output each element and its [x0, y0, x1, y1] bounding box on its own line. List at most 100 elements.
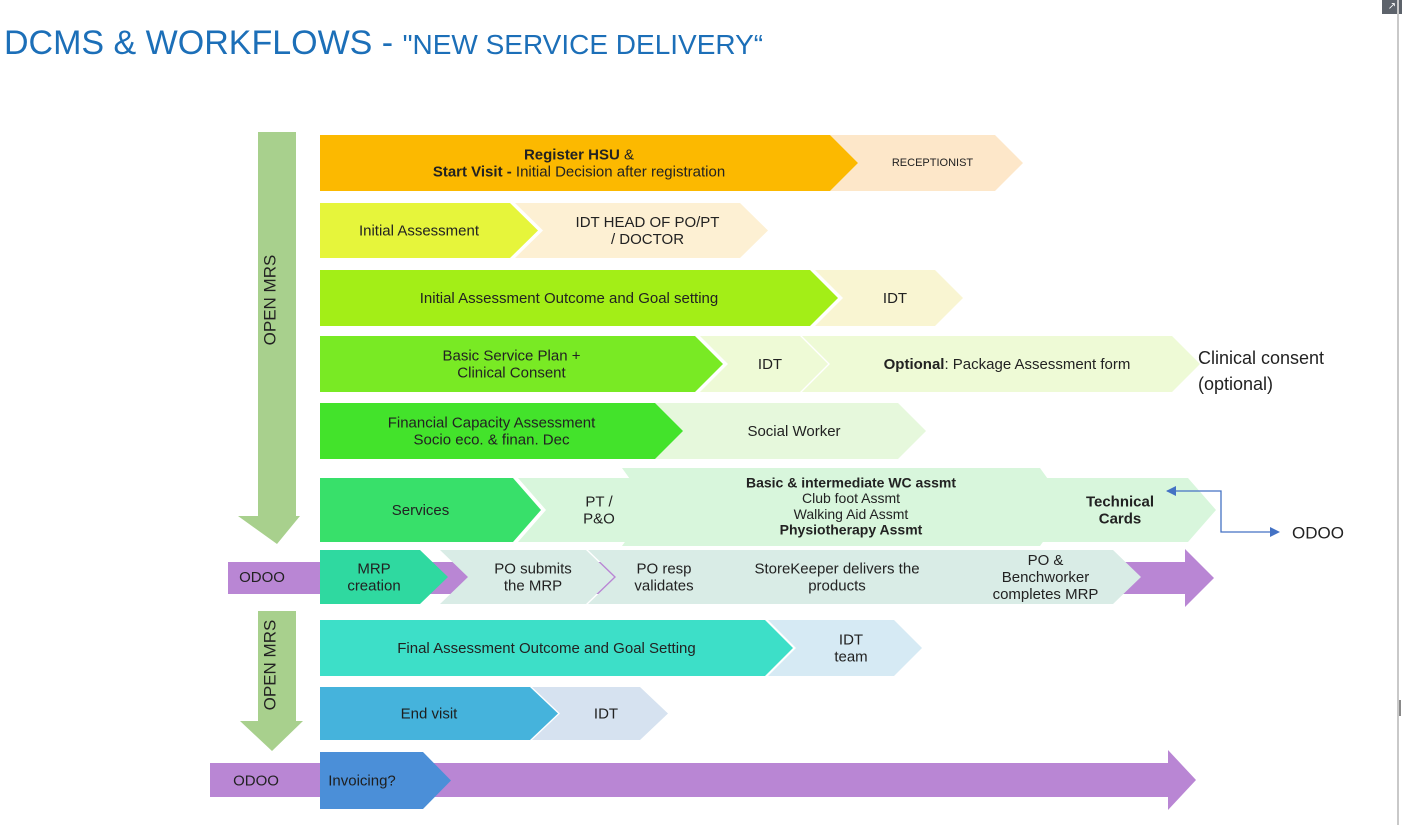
row-1-main: Register HSU &Start Visit - Initial Deci… — [433, 146, 725, 180]
row-8-tag-1-shape[interactable] — [768, 620, 922, 676]
row-7-odoo-label-line-1: ODOO — [239, 569, 285, 586]
row-7-main-line-1: MRP — [357, 560, 390, 577]
row-7-tag-2-line-2: validates — [634, 577, 693, 594]
row-7-tag-4-line-2: Benchworker — [1002, 569, 1090, 586]
row-6-tag-3-line-1: Technical — [1086, 493, 1154, 510]
row-7-tag-1-shape[interactable] — [440, 550, 614, 604]
row-1-tag-1-line-1: RECEPTIONIST — [892, 157, 974, 169]
row-4-tag-1-line-1: IDT — [758, 356, 782, 373]
title-main: DCMS & WORKFLOWS - — [4, 24, 403, 62]
row-7-main-line-2: creation — [347, 577, 400, 594]
row-3-tag-1-line-1: IDT — [883, 290, 907, 307]
row-4-main: Basic Service Plan +Clinical Consent — [443, 347, 581, 381]
row-1-tag-1-shape[interactable] — [830, 135, 1023, 191]
row-1-tag-1: RECEPTIONIST — [892, 157, 974, 169]
row-7-odoo-label: ODOO — [239, 569, 285, 586]
row-5-tag-1: Social Worker — [747, 423, 840, 440]
row-6-tag-1: PT /P&O — [583, 493, 615, 527]
title-subtitle: "NEW SERVICE DELIVERY“ — [402, 29, 764, 60]
row-2-tag-1-line-1: IDT HEAD OF PO/PT — [576, 214, 720, 231]
row-8-main-shape[interactable] — [320, 620, 793, 676]
connector-arrowhead-left — [1166, 486, 1176, 496]
row-6-main-line-1: Services — [392, 502, 450, 519]
row-2-main-line-1: Initial Assessment — [359, 222, 480, 239]
row-1-main-line-2: Start Visit - Initial Decision after reg… — [433, 163, 725, 180]
open-mrs-label-bottom: OPEN MRS — [261, 620, 280, 711]
row-1-main-shape[interactable] — [320, 135, 858, 191]
row-10-main-shape[interactable] — [320, 752, 451, 809]
row-4-tag-2-line-1: Optional: Package Assessment form — [884, 356, 1131, 373]
row-6-tag-3-shape[interactable] — [1012, 478, 1216, 542]
row-4-tag-1: IDT — [758, 356, 782, 373]
row-7-tag-3-shape[interactable] — [692, 550, 970, 604]
row-7-tag-2-shape[interactable] — [588, 550, 728, 604]
row-7-main-shape[interactable] — [320, 550, 448, 604]
row-3-main-line-1: Initial Assessment Outcome and Goal sett… — [420, 290, 718, 307]
row-7-tag-4-shape[interactable] — [938, 550, 1141, 604]
row-9-tag-1-line-1: IDT — [594, 705, 618, 722]
row-5-tag-1-shape[interactable] — [650, 403, 926, 459]
row-7-tag-1-line-1: PO submits — [494, 560, 572, 577]
row-6-tag-1-shape[interactable] — [518, 478, 668, 542]
row-7-tag-3-line-2: products — [808, 577, 866, 594]
row-6-main: Services — [392, 502, 450, 519]
row-6-main-shape[interactable] — [320, 478, 541, 542]
row-2-main-shape[interactable] — [320, 203, 538, 258]
row-2-tag-1-shape[interactable] — [515, 203, 768, 258]
row-7-tag-4-line-1: PO & — [1028, 552, 1064, 569]
row-6-tag-1-line-2: P&O — [583, 510, 615, 527]
row-8-tag-1-line-2: team — [834, 648, 867, 665]
side-note-clinical-consent: Clinical consent (optional) — [1198, 348, 1324, 394]
row-5-tag-1-line-1: Social Worker — [747, 423, 840, 440]
row-7-tag-2-line-1: PO resp — [636, 560, 691, 577]
side-note-clinical-consent-line-1: Clinical consent — [1198, 348, 1324, 368]
row-1-main-line-1: Register HSU & — [524, 146, 634, 163]
row-10-main-line-1: Invoicing? — [328, 772, 396, 789]
row-9-tag-1: IDT — [594, 705, 618, 722]
row-10-main: Invoicing? — [328, 772, 396, 789]
row-3-tag-1-shape[interactable] — [815, 270, 963, 326]
row-9-main-line-1: End visit — [401, 705, 459, 722]
row-5-main-line-1: Financial Capacity Assessment — [388, 414, 596, 431]
row-10-odoo-label: ODOO — [233, 772, 279, 789]
row-4-main-shape[interactable] — [320, 336, 723, 392]
row-6-tag-2-line-3: Walking Aid Assmt — [794, 506, 909, 522]
row-3-main-shape[interactable] — [320, 270, 838, 326]
row-9-tag-1-shape[interactable] — [532, 687, 668, 740]
row-9-main-shape[interactable] — [320, 687, 558, 740]
row-8-main-line-1: Final Assessment Outcome and Goal Settin… — [397, 640, 695, 657]
row-6-tag-2-line-2: Club foot Assmt — [802, 490, 900, 506]
row-5-main-shape[interactable] — [320, 403, 683, 459]
scrollbar-thumb[interactable] — [1399, 700, 1401, 716]
row-6-tag-2-line-1: Basic & intermediate WC assmt — [746, 474, 956, 490]
connector-arrowhead-right — [1270, 527, 1280, 537]
row-4-tag-2-shape[interactable] — [802, 336, 1200, 392]
open-mrs-label-top: OPEN MRS — [261, 255, 280, 346]
row-2-tag-1-line-2: / DOCTOR — [611, 231, 684, 248]
row-8-main: Final Assessment Outcome and Goal Settin… — [397, 640, 695, 657]
row-9-main: End visit — [401, 705, 459, 722]
row-4-tag-1-shape[interactable] — [700, 336, 828, 392]
expand-icon[interactable]: ↗ — [1382, 0, 1402, 14]
odoo-right-label: ODOO — [1292, 524, 1344, 543]
row-2-tag-1: IDT HEAD OF PO/PT/ DOCTOR — [576, 214, 720, 248]
open-mrs-arrow-bottom — [240, 611, 303, 751]
row-6-tag-2-line-4: Physiotherapy Assmt — [780, 522, 923, 538]
odoo-band-invoicing — [210, 750, 1196, 810]
row-5-main-line-2: Socio eco. & finan. Dec — [414, 431, 570, 448]
row-7-tag-4-line-3: completes MRP — [993, 585, 1099, 602]
row-6-tag-2-shape[interactable] — [622, 468, 1068, 546]
side-note-clinical-consent-line-2: (optional) — [1198, 374, 1273, 394]
row-4-tag-2: Optional: Package Assessment form — [884, 356, 1131, 373]
page-title: DCMS & WORKFLOWS - "NEW SERVICE DELIVERY… — [4, 24, 763, 63]
row-8-tag-1-line-1: IDT — [839, 631, 863, 648]
row-7-tag-3-line-1: StoreKeeper delivers the — [754, 560, 919, 577]
scrollbar-track[interactable] — [1397, 0, 1399, 825]
